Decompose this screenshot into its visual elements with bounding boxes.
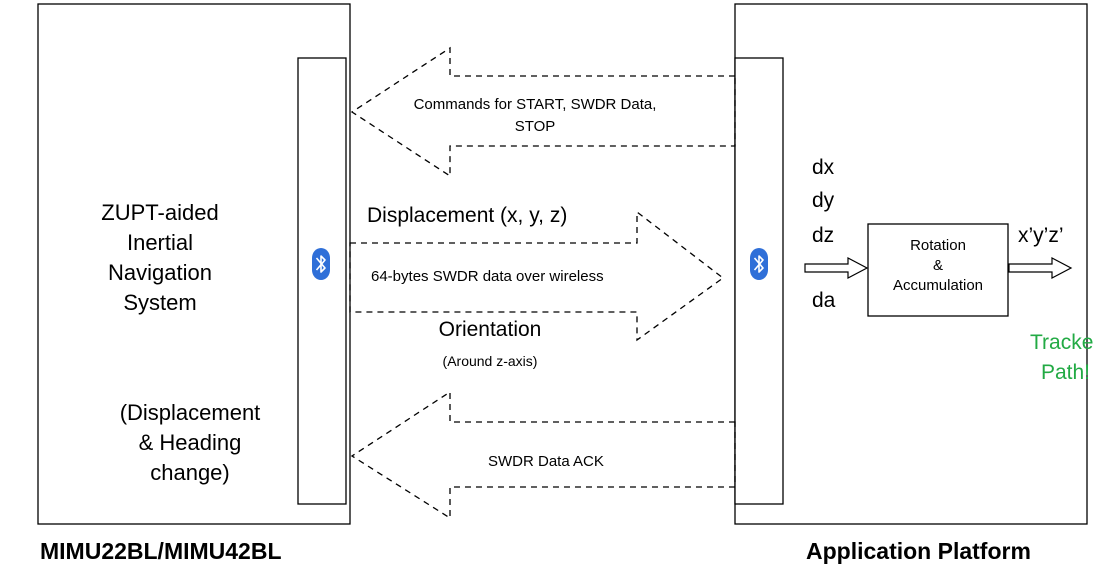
bluetooth-icon — [750, 248, 768, 280]
bluetooth-icon — [312, 248, 330, 280]
rotation-line: Accumulation — [892, 277, 984, 294]
input-arrow — [804, 257, 869, 279]
tracked-line: Tracked — [1030, 331, 1094, 354]
ins-line: Navigation — [108, 260, 212, 285]
mimu-bluetooth-bar — [297, 57, 347, 505]
commands-label: Commands for START, SWDR Data, STOP — [385, 94, 685, 138]
output-arrow — [1008, 257, 1073, 279]
platform-bluetooth-bar — [734, 57, 784, 505]
swdr-data-label: 64-bytes SWDR data over wireless — [371, 268, 604, 285]
change-line: change) — [150, 460, 230, 485]
commands-arrow — [350, 46, 736, 178]
input-dy: dy — [812, 189, 835, 212]
mimu-title: MIMU22BL/MIMU42BL — [40, 538, 282, 564]
orientation-sub-label: (Around z-axis) — [442, 353, 538, 369]
input-da: da — [812, 289, 836, 312]
platform-title: Application Platform — [806, 538, 1031, 564]
commands-line: Commands for START, SWDR Data, — [413, 96, 657, 113]
rotation-line: Rotation — [910, 237, 966, 254]
change-line: & Heading — [138, 430, 242, 455]
rotation-box — [867, 223, 1009, 317]
ack-label: SWDR Data ACK — [488, 453, 604, 470]
input-dz: dz — [812, 224, 835, 247]
ins-line: Inertial — [126, 230, 194, 255]
ack-arrow — [350, 390, 736, 520]
commands-line: STOP — [514, 118, 556, 135]
change-label: (Displacement & Heading change) — [90, 398, 290, 488]
rotation-line: & — [932, 257, 943, 274]
ins-line: System — [123, 290, 197, 315]
orientation-label: Orientation — [438, 318, 542, 341]
ins-label: ZUPT-aided Inertial Navigation System — [60, 198, 260, 318]
input-dx: dx — [812, 156, 835, 179]
tracked-path-label: Tracked Path! — [1030, 328, 1094, 388]
output-label: x’y’z’ — [1018, 224, 1064, 247]
ins-line: ZUPT-aided — [101, 200, 219, 225]
tracked-line: Path! — [1040, 361, 1090, 384]
rotation-label: Rotation & Accumulation — [868, 236, 1008, 296]
change-line: (Displacement — [119, 400, 261, 425]
displacement-label: Displacement (x, y, z) — [367, 204, 568, 227]
